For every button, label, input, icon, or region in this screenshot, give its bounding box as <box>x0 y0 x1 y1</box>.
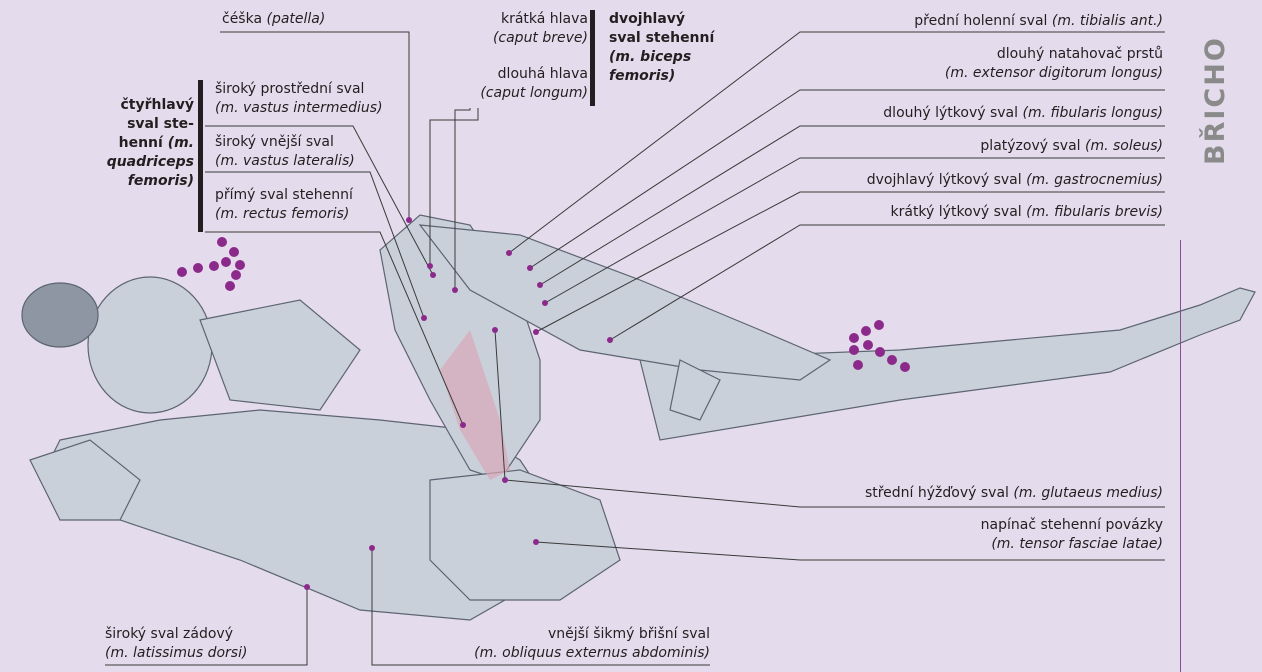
label-caput-longum: dlouhá hlava (caput longum) <box>460 65 588 103</box>
label-vastus-lateralis: široký vnější sval (m. vastus lateralis) <box>215 133 355 171</box>
label-tensor-fasciae-latin: (m. tensor fasciae latae) <box>780 535 1163 554</box>
label-patella-latin: (patella) <box>267 11 326 27</box>
human-figure <box>22 215 1255 620</box>
label-rectus-femoris-latin: (m. rectus femoris) <box>215 205 353 224</box>
quad-group-line3b: (m. <box>168 135 194 151</box>
label-fibularis-brevis-name: krátký lýtkový sval <box>891 204 1022 220</box>
label-obliquus-name: vnější šikmý břišní sval <box>420 625 710 644</box>
label-caput-breve-latin: (caput breve) <box>460 29 588 48</box>
label-patella: čéška (patella) <box>222 10 325 29</box>
label-vastus-intermedius-name: široký prostřední sval <box>215 80 383 99</box>
label-fibularis-longus: dlouhý lýtkový sval (m. fibularis longus… <box>780 104 1163 123</box>
label-vastus-intermedius-latin: (m. vastus intermedius) <box>215 99 383 118</box>
label-latissimus-dorsi: široký sval zádový (m. latissimus dorsi) <box>105 625 247 663</box>
label-biceps-femoris-group: dvojhlavý sval stehenní (m. biceps femor… <box>609 10 714 86</box>
label-caput-longum-name: dlouhá hlava <box>460 65 588 84</box>
biceps-group-line4: femoris) <box>609 67 714 86</box>
label-tibialis-ant: přední holenní sval (m. tibialis ant.) <box>780 12 1163 31</box>
label-extensor-digitorum-name: dlouhý natahovač prstů <box>780 45 1163 64</box>
quadriceps-group-bracket <box>198 80 203 232</box>
biceps-group-line3: (m. biceps <box>609 48 714 67</box>
label-gastrocnemius-latin: (m. gastrocnemius) <box>1026 172 1163 188</box>
label-fibularis-brevis-latin: (m. fibularis brevis) <box>1026 204 1163 220</box>
biceps-group-line1: dvojhlavý <box>609 10 714 29</box>
biceps-group-line2: sval stehenní <box>609 29 714 48</box>
label-fibularis-longus-name: dlouhý lýtkový sval <box>883 105 1018 121</box>
label-soleus: platýzový sval (m. soleus) <box>780 137 1163 156</box>
label-caput-breve: krátká hlava (caput breve) <box>460 10 588 48</box>
label-glutaeus-medius-latin: (m. glutaeus medius) <box>1013 485 1163 501</box>
label-soleus-name: platýzový sval <box>980 138 1080 154</box>
label-vastus-intermedius: široký prostřední sval (m. vastus interm… <box>215 80 383 118</box>
label-tensor-fasciae-latae: napínač stehenní povázky (m. tensor fasc… <box>780 516 1163 554</box>
label-patella-name: čéška <box>222 11 262 27</box>
label-caput-breve-name: krátká hlava <box>460 10 588 29</box>
quad-group-line3a: henní <box>119 135 163 151</box>
label-tibialis-ant-name: přední holenní sval <box>914 13 1047 29</box>
label-obliquus-latin: (m. obliquus externus abdominis) <box>420 644 710 663</box>
label-glutaeus-medius-name: střední hýžďový sval <box>865 485 1009 501</box>
section-title: BŘICHO <box>1200 36 1231 165</box>
label-gastrocnemius-name: dvojhlavý lýtkový sval <box>867 172 1022 188</box>
quad-group-line2: sval ste- <box>90 115 194 134</box>
label-extensor-digitorum-latin: (m. extensor digitorum longus) <box>780 64 1163 83</box>
label-vastus-lateralis-name: široký vnější sval <box>215 133 355 152</box>
label-rectus-femoris: přímý sval stehenní (m. rectus femoris) <box>215 186 353 224</box>
decorative-dot-cluster-left <box>177 237 245 291</box>
quad-group-line1: čtyřhlavý <box>90 96 194 115</box>
label-fibularis-longus-latin: (m. fibularis longus) <box>1022 105 1163 121</box>
label-extensor-digitorum: dlouhý natahovač prstů (m. extensor digi… <box>780 45 1163 83</box>
quad-group-line5: femoris) <box>90 172 194 191</box>
label-tensor-fasciae-name: napínač stehenní povázky <box>780 516 1163 535</box>
label-vastus-lateralis-latin: (m. vastus lateralis) <box>215 152 355 171</box>
label-rectus-femoris-name: přímý sval stehenní <box>215 186 353 205</box>
biceps-group-bracket <box>590 10 595 106</box>
label-caput-longum-latin: (caput longum) <box>460 84 588 103</box>
label-fibularis-brevis: krátký lýtkový sval (m. fibularis brevis… <box>780 203 1163 222</box>
label-quadriceps-group: čtyřhlavý sval ste- henní (m. quadriceps… <box>90 96 194 191</box>
label-latissimus-name: široký sval zádový <box>105 625 247 644</box>
label-glutaeus-medius: střední hýžďový sval (m. glutaeus medius… <box>780 484 1163 503</box>
label-obliquus-externus: vnější šikmý břišní sval (m. obliquus ex… <box>420 625 710 663</box>
label-gastrocnemius: dvojhlavý lýtkový sval (m. gastrocnemius… <box>780 171 1163 190</box>
label-tibialis-ant-latin: (m. tibialis ant.) <box>1052 13 1163 29</box>
label-latissimus-latin: (m. latissimus dorsi) <box>105 644 247 663</box>
label-soleus-latin: (m. soleus) <box>1085 138 1163 154</box>
quad-group-line4: quadriceps <box>90 153 194 172</box>
section-divider-line <box>1180 240 1181 672</box>
